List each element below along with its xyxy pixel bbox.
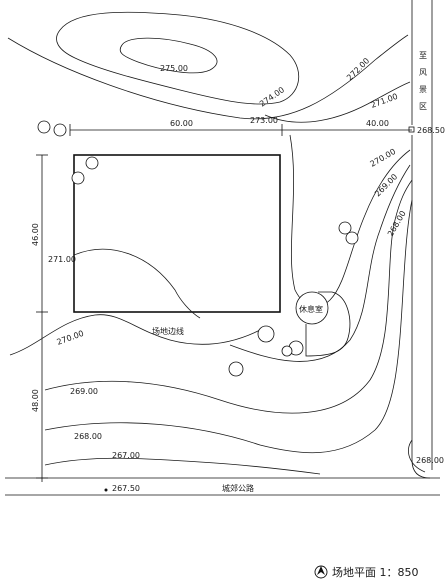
tree-group-top-left (37, 120, 99, 185)
contour-267 (44, 457, 321, 475)
scenic-area-char-4: 区 (419, 102, 427, 111)
contour-label-270-left: 270.00 (56, 329, 85, 347)
dimension-top-left: 60.00 (170, 119, 193, 128)
north-arrow-icon (314, 565, 328, 579)
dimension-left-upper: 46.00 (31, 223, 40, 246)
building-footprint (73, 154, 281, 313)
rest-room-building (305, 291, 351, 357)
contour-275 (119, 37, 218, 74)
corner-marker (408, 126, 415, 133)
contour-label-269-right: 269.00 (373, 172, 399, 198)
dimension-left-lower: 48.00 (31, 389, 40, 412)
road-label: 城郊公路 (222, 483, 254, 493)
spot-elevation-top-right: 268.50 (417, 126, 445, 135)
contour-label-268: 268.00 (74, 432, 102, 441)
contour-label-275: 275.00 (160, 64, 188, 73)
spot-elevation-bottom-right: 268.00 (416, 456, 444, 465)
contour-label-270-right: 270.00 (369, 147, 398, 169)
contour-label-274: 274.00 (258, 85, 286, 108)
contour-271-right (289, 134, 411, 307)
contour-273 (7, 34, 409, 120)
spot-elevation-road: 267.50 (112, 484, 140, 493)
tree-group-center (228, 325, 304, 377)
contour-label-271-left: 271.00 (48, 255, 76, 264)
contour-label-269: 269.00 (70, 387, 98, 396)
scenic-area-char-1: 至 (419, 51, 427, 60)
drawing-title: 场地平面 1：850 (332, 565, 419, 579)
contour-272 (264, 81, 411, 123)
contour-268 (44, 199, 413, 454)
contour-271-left (73, 248, 201, 319)
spot-marker-road (104, 488, 108, 492)
contour-269 (44, 179, 413, 414)
contour-270-left (9, 314, 261, 356)
dimension-top-right: 40.00 (366, 119, 389, 128)
contour-label-267: 267.00 (112, 451, 140, 460)
tree-group-right (338, 221, 359, 245)
contour-274 (56, 11, 299, 105)
contour-label-273: 273.00 (250, 116, 278, 125)
site-boundary-label: 场地边线 (152, 326, 184, 336)
contour-label-268-right: 268.00 (386, 209, 408, 238)
rest-room-circle (295, 291, 329, 325)
contour-label-272: 272.00 (345, 56, 371, 82)
contour-268-right (408, 439, 426, 473)
contour-270-main (229, 164, 411, 362)
scenic-area-char-2: 风 (419, 68, 427, 77)
rest-room-label: 休息室 (299, 304, 323, 314)
scenic-area-char-3: 景 (419, 85, 427, 94)
